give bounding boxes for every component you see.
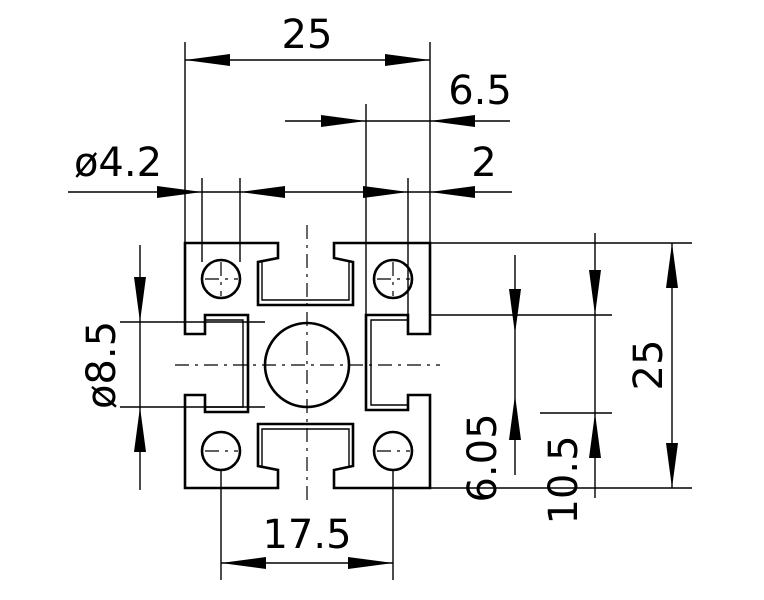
dimension-labels: 25 6.5 ø4.2 2 ø8.5 6.05 10.5 25 17.5 xyxy=(74,12,672,558)
slot-offset-label: 6.5 xyxy=(448,68,512,114)
hole-spacing-label: 17.5 xyxy=(262,512,351,558)
slot-depth-label: 10.5 xyxy=(541,435,587,524)
core-bore xyxy=(263,321,351,409)
overall-width-label: 25 xyxy=(282,12,333,58)
profile-outline xyxy=(183,241,432,490)
slot-width-label: 6.05 xyxy=(460,413,506,502)
overall-height-label: 25 xyxy=(626,340,672,391)
wall-thickness-label: 2 xyxy=(471,140,496,186)
bore-diameter-label: ø8.5 xyxy=(79,321,125,409)
hole-diameter-label: ø4.2 xyxy=(74,140,162,186)
center-lines xyxy=(175,225,440,500)
arrowheads xyxy=(134,54,678,569)
extension-lines xyxy=(120,42,692,580)
